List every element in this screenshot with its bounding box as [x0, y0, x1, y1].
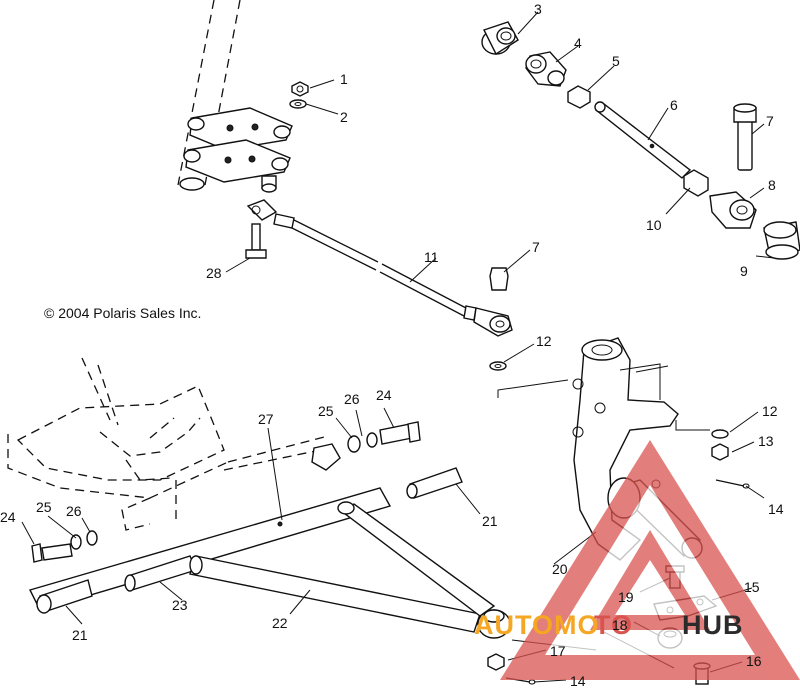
- callout-20: 20: [552, 561, 568, 577]
- washer-part-12-lower: [711, 429, 729, 439]
- callout-18: 18: [612, 617, 628, 633]
- tie-rod-part-11: [246, 199, 513, 337]
- callout-26-upper: 26: [344, 391, 360, 407]
- callout-7-mid: 7: [532, 239, 540, 255]
- callout-24-upper: 24: [376, 387, 392, 403]
- callout-25-upper: 25: [318, 403, 334, 419]
- frame-outline: [7, 357, 341, 531]
- callout-27: 27: [258, 411, 274, 427]
- callout-2: 2: [340, 109, 348, 125]
- bolt-part-28: [245, 223, 267, 259]
- cotter-pin-part-14-upper: [715, 479, 750, 489]
- washer-part-25-upper: [347, 435, 361, 453]
- callout-26-lower: 26: [66, 503, 82, 519]
- washer-part-12-upper: [489, 361, 507, 371]
- bolt-part-24-lower: [31, 543, 73, 563]
- callout-6: 6: [670, 97, 678, 113]
- watermark-text-part2: TO: [594, 610, 633, 640]
- tie-rod-assembly: [481, 21, 800, 260]
- a-arm-part-22: [28, 467, 511, 639]
- callout-3: 3: [534, 1, 542, 17]
- callout-4: 4: [574, 35, 582, 51]
- callout-11: 11: [424, 249, 439, 265]
- nut-part-13: [711, 443, 729, 461]
- watermark-logo: [500, 440, 800, 680]
- callout-10: 10: [646, 217, 662, 233]
- callout-15: 15: [744, 579, 760, 595]
- callout-14-lower: 14: [570, 673, 586, 688]
- watermark-text-part3: HUB: [682, 610, 744, 640]
- callout-5: 5: [612, 53, 620, 69]
- callout-17: 17: [550, 643, 566, 659]
- callout-1: 1: [340, 71, 348, 87]
- callout-13: 13: [758, 433, 774, 449]
- callout-12-lower: 12: [762, 403, 778, 419]
- bolt-part-7-mid: [489, 267, 509, 291]
- callout-28: 28: [206, 265, 222, 281]
- washer-part-26-upper: [366, 432, 378, 448]
- callout-12-upper: 12: [536, 333, 552, 349]
- callout-21-right: 21: [482, 513, 498, 529]
- copyright-text: © 2004 Polaris Sales Inc.: [44, 305, 201, 321]
- callout-25-lower: 25: [36, 499, 52, 515]
- washer-part-2: [289, 99, 307, 109]
- callout-24-lower: 24: [0, 509, 16, 525]
- callout-14-upper: 14: [768, 501, 784, 517]
- callout-8: 8: [768, 177, 776, 193]
- nut-part-1: [291, 81, 309, 97]
- callout-21-left: 21: [72, 627, 88, 643]
- callout-22: 22: [272, 615, 288, 631]
- washer-part-26-lower: [86, 530, 98, 546]
- callout-9: 9: [740, 263, 748, 279]
- nut-part-17: [487, 653, 505, 671]
- callout-labels: 1 2 3 4 5 6 7 8 9 10 11 7 28 12 24 25 26…: [0, 1, 784, 688]
- callout-19: 19: [618, 589, 634, 605]
- callout-23: 23: [172, 597, 188, 613]
- washer-part-25-lower: [70, 534, 82, 550]
- callout-16: 16: [746, 653, 762, 669]
- steering-post: [177, 0, 293, 193]
- bolt-part-24-upper: [379, 421, 421, 445]
- watermark-text-part1: AUTOMO: [474, 610, 600, 640]
- callout-7-top: 7: [766, 113, 774, 129]
